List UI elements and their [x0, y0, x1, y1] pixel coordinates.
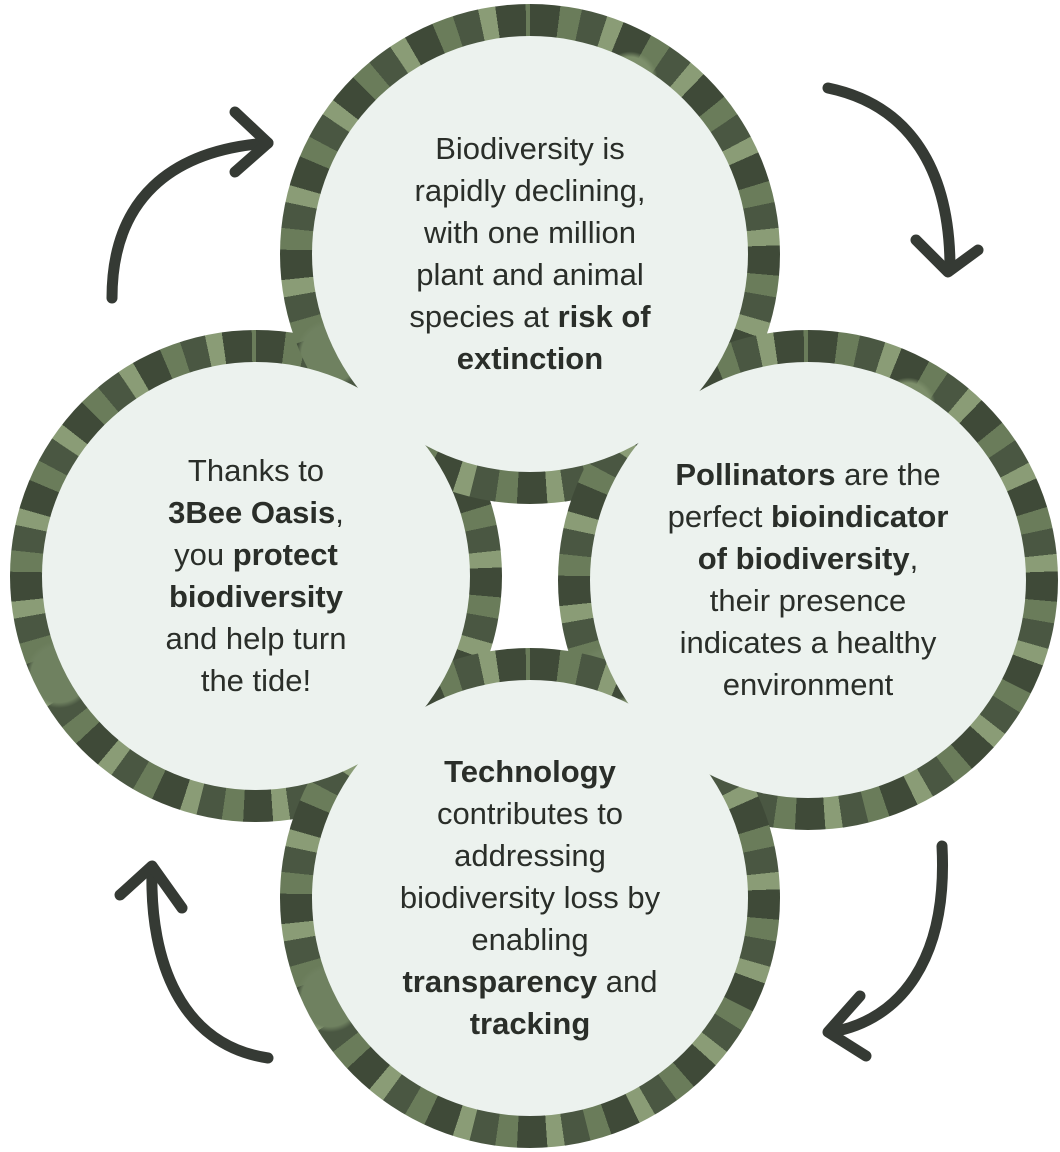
bold-text: protect [232, 537, 338, 572]
text-line: biodiversity loss by [400, 877, 660, 919]
text-segment: and [597, 964, 658, 999]
text-line: environment [668, 664, 949, 706]
text-segment: addressing [454, 838, 606, 873]
arrow-down-right-icon [822, 82, 984, 278]
text-segment: the tide! [200, 663, 312, 698]
bold-text: Technology [444, 754, 616, 789]
text-segment: rapidly declining, [414, 173, 646, 208]
text-segment: , [909, 541, 919, 576]
text-line: extinction [409, 338, 650, 380]
text-line: Biodiversity is [409, 128, 650, 170]
bottom-circle: Technology contributes to addressing biodiv… [312, 680, 748, 1116]
text-line: the tide! [166, 660, 347, 702]
text-segment: perfect [667, 499, 771, 534]
bold-text: Pollinators [675, 457, 836, 492]
text-segment: indicates a healthy [679, 625, 937, 660]
text-segment: species at [409, 299, 558, 334]
bold-text: tracking [469, 1006, 591, 1041]
arrow-up-right-icon [106, 106, 274, 304]
text-line: addressing [400, 835, 660, 877]
text-line: Technology [400, 751, 660, 793]
text-segment: contributes to [436, 796, 624, 831]
text-line: transparency and [400, 961, 660, 1003]
text-line: biodiversity [166, 576, 347, 618]
top-circle-text: Biodiversity is rapidly declining, with on… [409, 128, 650, 380]
arrow-down-left-icon [822, 840, 949, 1062]
bold-text: 3Bee Oasis [168, 495, 336, 530]
bottom-circle-text: Technology contributes to addressing biodiv… [400, 751, 660, 1045]
bold-text: biodiversity [168, 579, 343, 614]
text-line: 3Bee Oasis, [166, 492, 347, 534]
text-line: and help turn [166, 618, 347, 660]
text-line: with one million [409, 212, 650, 254]
text-segment: enabling [471, 922, 589, 957]
text-segment: environment [722, 667, 894, 702]
text-line: Pollinators are the [668, 454, 949, 496]
bold-text: bioindicator [771, 499, 949, 534]
text-line: plant and animal [409, 254, 650, 296]
text-line: indicates a healthy [668, 622, 949, 664]
text-segment: you [174, 537, 233, 572]
text-line: Thanks to [166, 450, 347, 492]
bold-text: extinction [456, 341, 604, 376]
text-segment: Biodiversity is [435, 131, 625, 166]
arrow-up-left-icon [114, 860, 274, 1064]
bold-text: of biodiversity [697, 541, 910, 576]
text-segment: plant and animal [416, 257, 644, 292]
text-line: enabling [400, 919, 660, 961]
text-segment: , [335, 495, 344, 530]
bold-text: transparency [402, 964, 598, 999]
text-segment: biodiversity loss by [399, 880, 661, 915]
text-line: contributes to [400, 793, 660, 835]
text-segment: are the [835, 457, 941, 492]
top-circle: Biodiversity is rapidly declining, with on… [312, 36, 748, 472]
text-line: perfect bioindicator [668, 496, 949, 538]
text-segment: Thanks to [187, 453, 325, 488]
text-segment: and help turn [165, 621, 347, 656]
text-line: tracking [400, 1003, 660, 1045]
text-segment: with one million [424, 215, 636, 250]
text-line: you protect [166, 534, 347, 576]
text-segment: their presence [709, 583, 907, 618]
text-line: of biodiversity, [668, 538, 949, 580]
text-line: species at risk of [409, 296, 650, 338]
text-line: rapidly declining, [409, 170, 650, 212]
text-line: their presence [668, 580, 949, 622]
bold-text: risk of [557, 299, 651, 334]
